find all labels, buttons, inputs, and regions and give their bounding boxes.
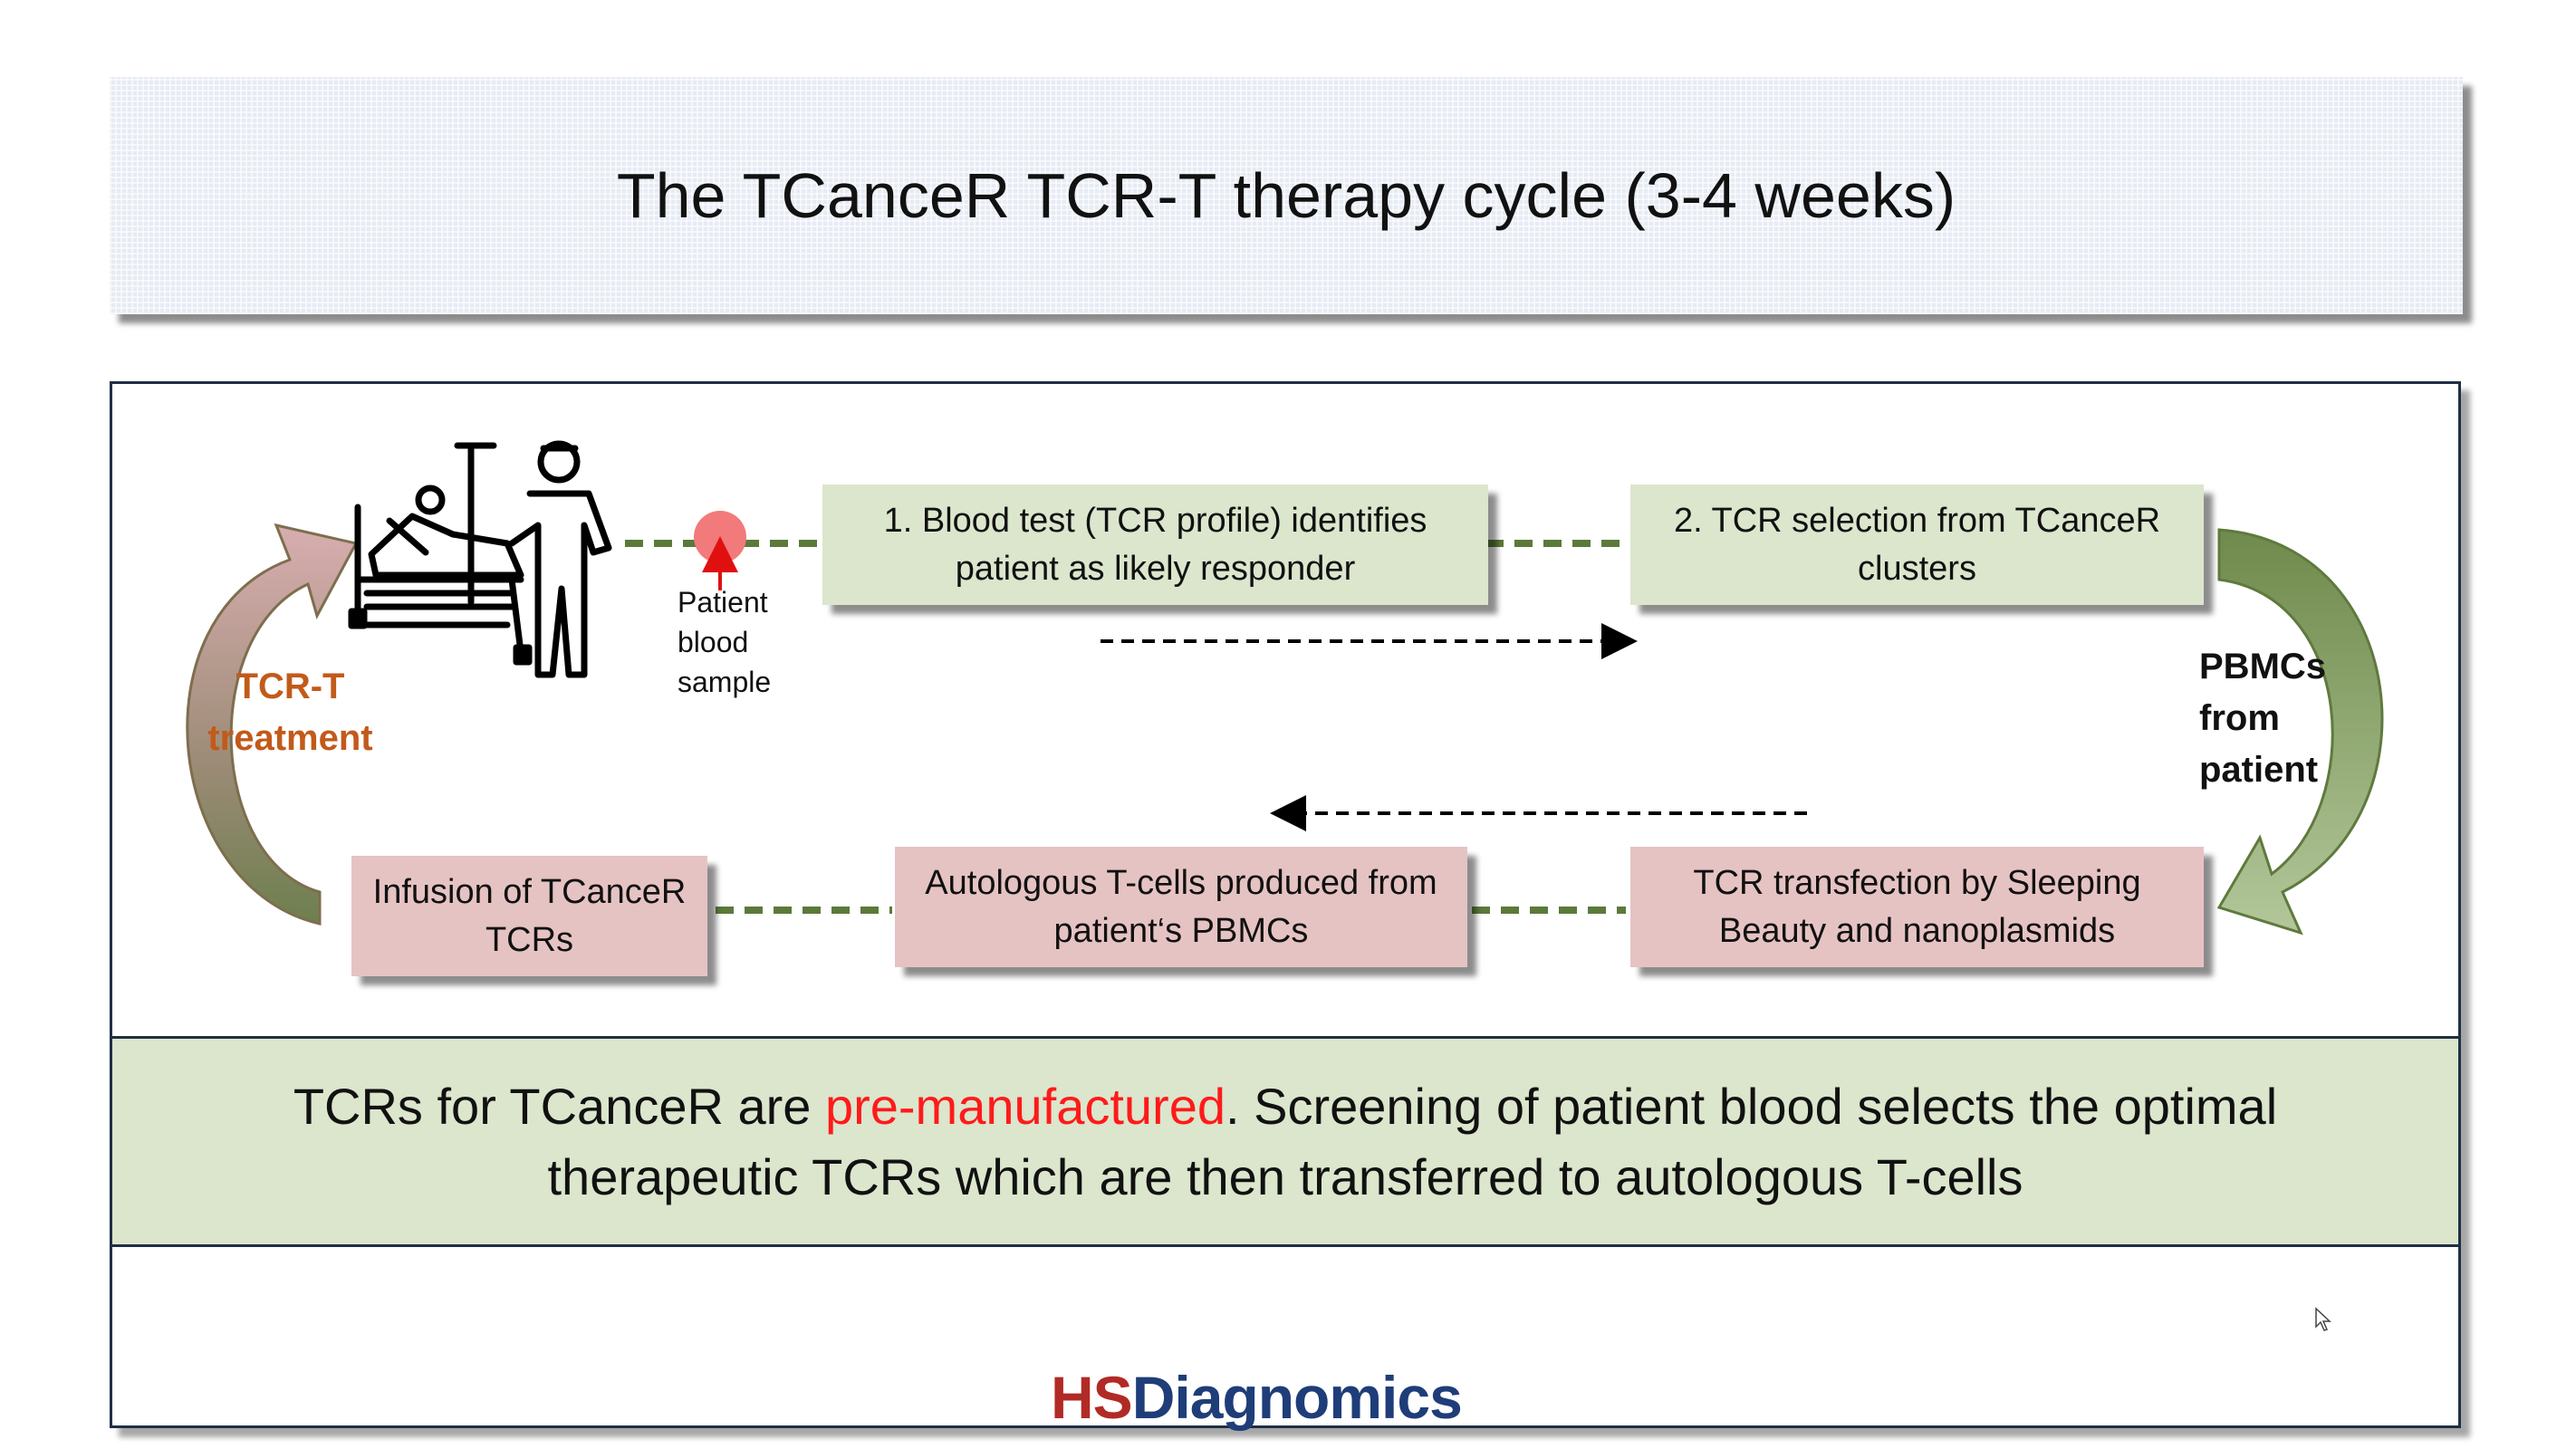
- step-blood-test-text: 1. Blood test (TCR profile) identifies p…: [883, 502, 1427, 588]
- summary-line2: therapeutic TCRs which are then transfer…: [547, 1147, 2023, 1205]
- hsdiagnomics-logo: HSDiagnomics: [1051, 1363, 1463, 1432]
- step-transfection-text: TCR transfection by Sleeping Beauty and …: [1693, 864, 2141, 950]
- pbmcs-label-line3: patient: [2199, 749, 2319, 790]
- step-autologous-box: Autologous T-cells produced from patient…: [895, 847, 1467, 967]
- summary-band: TCRs for TCanceR are pre-manufactured. S…: [110, 1036, 2461, 1247]
- summary-part2: . Screening of patient blood selects the…: [1225, 1078, 2278, 1136]
- logo-diagnomics: Diagnomics: [1131, 1364, 1463, 1431]
- sample-label-line2: blood: [678, 625, 749, 658]
- step-infusion-box: Infusion of TCanceR TCRs: [351, 856, 707, 976]
- summary-highlight: pre-manufactured: [824, 1078, 1226, 1136]
- pbmcs-label: PBMCs from patient: [2199, 641, 2326, 795]
- slide-title: The TCanceR TCR-T therapy cycle (3-4 wee…: [616, 160, 1956, 231]
- title-banner: The TCanceR TCR-T therapy cycle (3-4 wee…: [110, 77, 2463, 314]
- step-infusion-text: Infusion of TCanceR TCRs: [372, 873, 687, 959]
- summary-text: TCRs for TCanceR are pre-manufactured. S…: [293, 1071, 2277, 1212]
- patient-bed-doctor-icon: [348, 440, 612, 678]
- blood-sample-label: Patient blood sample: [678, 583, 771, 702]
- treatment-label-line1: TCR-T: [235, 667, 345, 706]
- right-cycle-arrow: [2216, 528, 2384, 936]
- sample-label-line3: sample: [678, 665, 772, 698]
- step-tcr-selection-text: 2. TCR selection from TCanceR clusters: [1673, 502, 2161, 588]
- summary-part1: TCRs for TCanceR are: [293, 1078, 825, 1136]
- pbmcs-label-line1: PBMCs: [2199, 647, 2327, 686]
- summary-line1: TCRs for TCanceR are pre-manufactured. S…: [293, 1071, 2277, 1141]
- step-transfection-box: TCR transfection by Sleeping Beauty and …: [1630, 847, 2204, 967]
- blood-drop-icon: [694, 511, 746, 590]
- left-cycle-arrow: [186, 523, 359, 926]
- step-blood-test-box: 1. Blood test (TCR profile) identifies p…: [822, 485, 1488, 605]
- logo-hs: HS: [1051, 1364, 1133, 1431]
- sample-label-line1: Patient: [678, 586, 768, 619]
- pbmcs-label-line2: from: [2199, 697, 2280, 738]
- treatment-label-line2: treatment: [207, 717, 373, 758]
- step-autologous-text: Autologous T-cells produced from patient…: [925, 864, 1437, 950]
- treatment-label: TCR-T treatment: [197, 661, 383, 764]
- mouse-cursor-icon: [2315, 1307, 2331, 1331]
- step-tcr-selection-box: 2. TCR selection from TCanceR clusters: [1630, 485, 2204, 605]
